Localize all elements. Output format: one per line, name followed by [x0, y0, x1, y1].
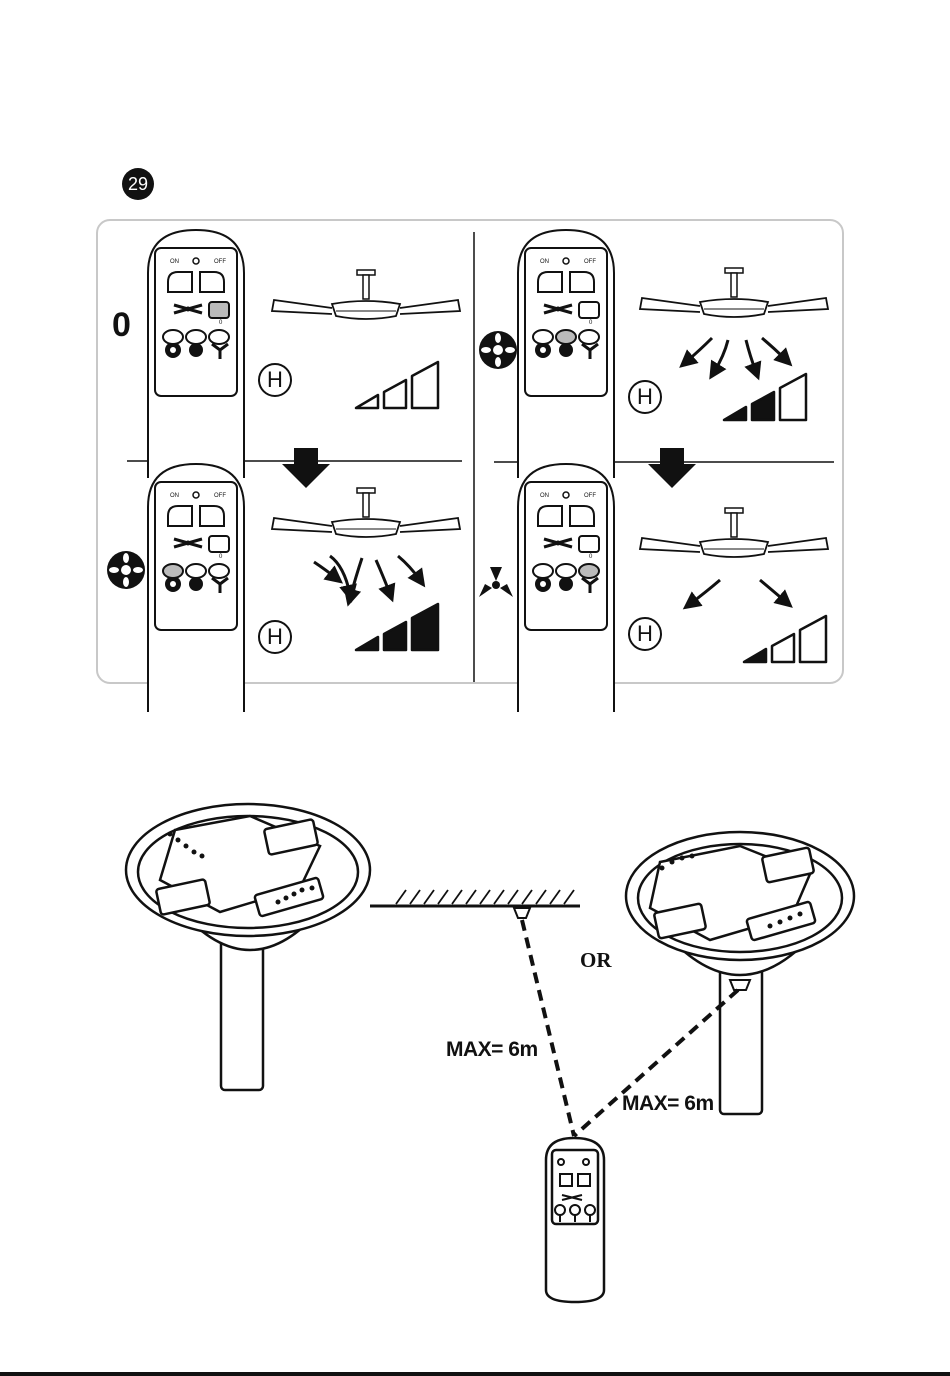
page-bottom-rule [0, 1372, 950, 1376]
max-distance-label: MAX= 6m [446, 1038, 538, 1062]
max-distance-label: MAX= 6m [622, 1092, 714, 1116]
or-label: OR [580, 948, 612, 973]
